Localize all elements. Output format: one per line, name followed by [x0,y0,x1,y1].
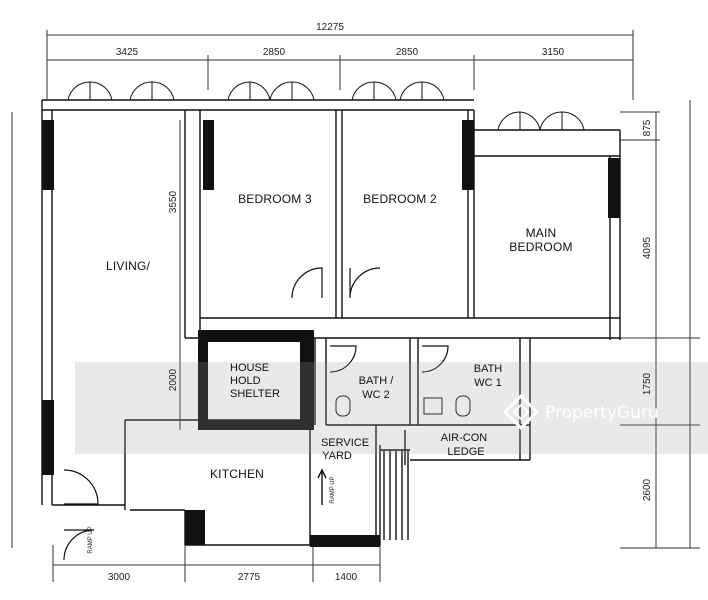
dim-top-total: 12275 [316,22,344,33]
ramp-up-label-entrance: RAMP UP [88,526,94,553]
doors [63,267,449,561]
room-bath-wc1-label-2: WC 1 [474,377,502,389]
room-living-label: LIVING/ [106,259,151,273]
room-main-bedroom-label-1: MAIN [526,226,557,240]
room-bedroom3-label: BEDROOM 3 [238,192,312,206]
watermark-band [75,362,708,454]
room-main-bedroom-label-2: BEDROOM [509,240,572,254]
room-bath-wc2-label-2: WC 2 [362,389,390,401]
dim-top-4: 3150 [542,47,565,58]
dim-right-1: 875 [642,119,653,136]
room-bath-wc2-label-1: BATH / [359,375,395,387]
windows [67,81,585,131]
room-service-yard-label-1: SERVICE [321,437,369,449]
dim-bottom-3: 1400 [335,572,358,583]
dim-top-2: 2850 [263,47,286,58]
diamond-logo-icon [502,393,540,431]
dim-bottom-2: 2775 [238,572,261,583]
dim-top-3: 2850 [396,47,419,58]
room-bedroom2-label: BEDROOM 2 [363,192,437,206]
dim-left-shelter: 2000 [168,368,179,391]
room-kitchen-label: KITCHEN [210,467,264,481]
room-bath-wc1-label-1: BATH [474,363,503,375]
room-aircon-ledge-label-2: LEDGE [447,446,484,458]
room-shelter-label-1: HOUSE [230,362,269,374]
dim-right-3: 1750 [642,372,653,395]
dim-top-1: 3425 [116,47,139,58]
dimension-lines [11,30,700,582]
room-shelter-label-3: SHELTER [230,388,280,400]
dim-right-4: 2600 [642,478,653,501]
solid-walls [42,120,620,547]
ramp-up-label-yard: RAMP UP [330,476,336,503]
room-shelter-label-2: HOLD [230,375,261,387]
room-service-yard-label-2: YARD [322,450,352,462]
dim-bottom-1: 3000 [108,572,131,583]
dim-left-living: 3550 [168,190,179,213]
watermark-brand: PropertyGuru [545,403,659,423]
toilet-fixtures [335,395,471,417]
dim-right-2: 4095 [642,236,653,259]
room-aircon-ledge-label-1: AIR-CON [441,432,488,444]
